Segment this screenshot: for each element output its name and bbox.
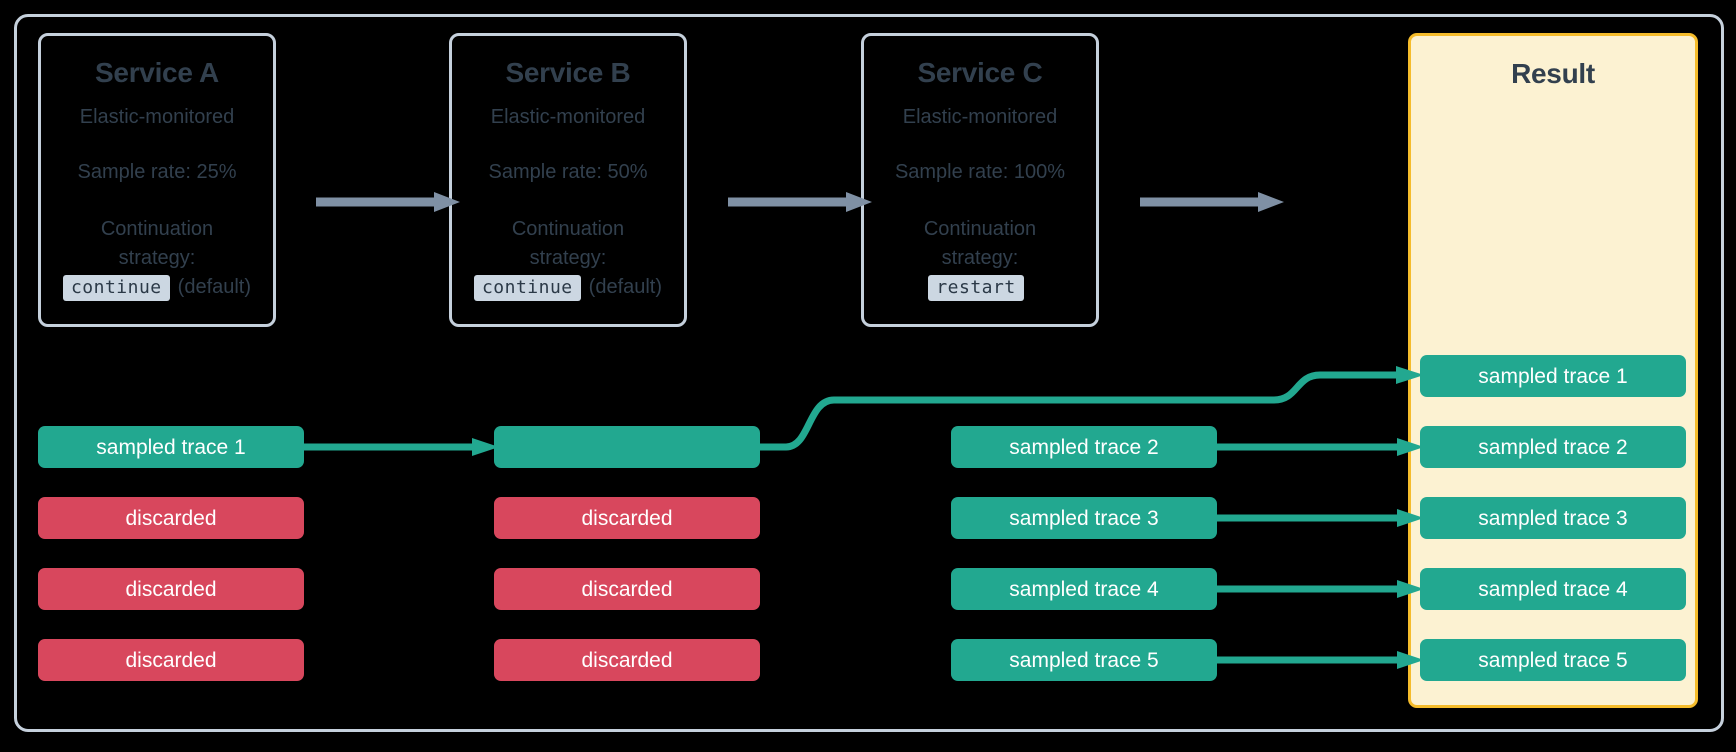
green-arrow-c-to-result-trace3: [1217, 506, 1424, 530]
green-arrow-c-to-result-trace4: [1217, 577, 1424, 601]
service-a-strategy-label: Continuation strategy:: [62, 215, 252, 273]
service-b-strategy-note: (default): [588, 275, 663, 298]
col-b-trace-3: discarded: [494, 639, 760, 681]
green-curve-b-to-result-trace1: [754, 350, 1428, 470]
service-c-title: Service C: [917, 57, 1043, 88]
gray-arrow-a-to-b: [316, 190, 460, 214]
col-b-trace-2: discarded: [494, 568, 760, 610]
service-box-b: Service B Elastic-monitored Sample rate:…: [449, 33, 687, 327]
service-b-strategy-line1: Continuation: [511, 217, 625, 240]
service-a-strategy-note: (default): [177, 275, 252, 298]
result-trace-4: sampled trace 5: [1420, 639, 1686, 681]
col-b-trace-0: [494, 426, 760, 468]
col-a-trace-1: discarded: [38, 497, 304, 539]
service-c-strategy-line1: Continuation: [923, 217, 1037, 240]
col-a-trace-2: discarded: [38, 568, 304, 610]
result-trace-2: sampled trace 3: [1420, 497, 1686, 539]
service-c-strategy-badge: restart: [928, 274, 1024, 301]
result-trace-0: sampled trace 1: [1420, 355, 1686, 397]
service-box-a: Service A Elastic-monitored Sample rate:…: [38, 33, 276, 327]
col-a-trace-3: discarded: [38, 639, 304, 681]
result-trace-3: sampled trace 4: [1420, 568, 1686, 610]
result-title: Result: [1511, 58, 1595, 89]
service-b-sample-rate: Sample rate: 50%: [488, 160, 648, 183]
service-b-strategy-line2: strategy:: [529, 246, 607, 269]
green-arrow-c-to-result-trace5: [1217, 648, 1424, 672]
gray-arrow-c-to-result: [1140, 190, 1284, 214]
service-c-strategy-value-row: restart: [928, 274, 1031, 301]
service-b-strategy-value-row: continue (default): [473, 274, 663, 301]
col-a-trace-0: sampled trace 1: [38, 426, 304, 468]
col-c-trace-1: sampled trace 3: [951, 497, 1217, 539]
service-box-c: Service C Elastic-monitored Sample rate:…: [861, 33, 1099, 327]
green-arrow-a-to-b: [304, 435, 499, 459]
col-c-trace-3: sampled trace 5: [951, 639, 1217, 681]
service-a-monitored: Elastic-monitored: [79, 105, 235, 128]
service-a-sample-rate: Sample rate: 25%: [77, 160, 237, 183]
service-b-strategy-badge: continue: [473, 274, 581, 301]
service-a-strategy-line1: Continuation: [100, 217, 214, 240]
service-b-title: Service B: [505, 57, 631, 88]
gray-arrow-b-to-c: [728, 190, 872, 214]
service-a-strategy-line2: strategy:: [118, 246, 196, 269]
result-trace-1: sampled trace 2: [1420, 426, 1686, 468]
service-c-strategy-line2: strategy:: [941, 246, 1019, 269]
col-b-trace-1: discarded: [494, 497, 760, 539]
service-a-strategy-badge: continue: [62, 274, 170, 301]
col-c-trace-0: sampled trace 2: [951, 426, 1217, 468]
service-c-monitored: Elastic-monitored: [902, 105, 1058, 128]
green-arrow-c-to-result-trace2: [1217, 435, 1424, 459]
service-a-title: Service A: [95, 57, 219, 88]
service-c-sample-rate: Sample rate: 100%: [894, 160, 1066, 183]
col-c-trace-2: sampled trace 4: [951, 568, 1217, 610]
diagram-outer-frame: [14, 14, 1724, 732]
service-b-strategy-label: Continuation strategy:: [473, 215, 663, 273]
service-a-strategy-value-row: continue (default): [62, 274, 252, 301]
service-b-monitored: Elastic-monitored: [490, 105, 646, 128]
service-c-strategy-label: Continuation strategy:: [885, 215, 1075, 273]
